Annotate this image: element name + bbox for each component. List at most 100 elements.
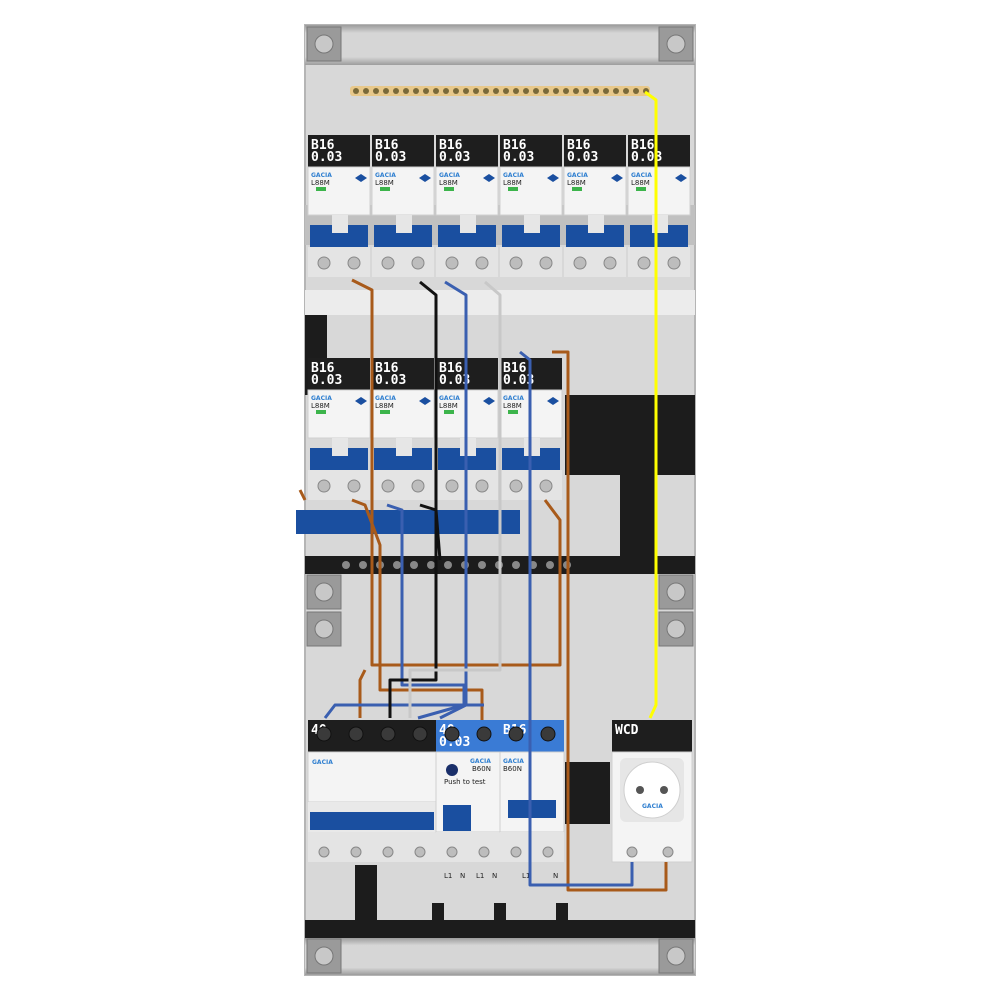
top-terminal-screw[interactable] xyxy=(412,726,428,742)
top-terminal-screw[interactable] xyxy=(316,726,332,742)
mcb-toggle[interactable] xyxy=(508,800,556,818)
logo-icon xyxy=(483,397,495,405)
breaker-sensitivity: 0.03 xyxy=(311,150,342,165)
wire-blue-2 xyxy=(386,503,466,720)
terminal-screw[interactable] xyxy=(509,479,523,493)
logo-icon xyxy=(547,174,559,182)
top-terminal-screw[interactable] xyxy=(348,726,364,742)
breaker-brand: GACIA xyxy=(375,172,396,179)
terminal-screw[interactable] xyxy=(539,256,553,270)
rcd-device[interactable]: 40 0.03 Push to test GACIA B60N xyxy=(435,720,501,862)
breaker-brand: GACIA xyxy=(311,172,332,179)
breaker-brand: GACIA xyxy=(567,172,588,179)
breaker-brand: GACIA xyxy=(503,395,524,402)
terminal-screw[interactable] xyxy=(539,479,553,493)
status-indicator xyxy=(316,410,326,414)
breaker-rating: B16 xyxy=(439,361,463,376)
status-indicator xyxy=(572,187,582,191)
main-switch[interactable]: 40 GACIA xyxy=(307,720,437,862)
toggle-lever[interactable] xyxy=(396,438,412,456)
terminal-screw[interactable] xyxy=(382,846,394,858)
toggle-lever[interactable] xyxy=(460,438,476,456)
wire-blue-4 xyxy=(323,703,484,719)
terminal-screw[interactable] xyxy=(542,846,554,858)
status-indicator xyxy=(380,187,390,191)
breaker-sensitivity: 0.03 xyxy=(375,150,406,165)
breaker-model: L88M xyxy=(503,402,522,410)
terminal-label: L1 xyxy=(476,872,484,880)
rcd-toggle[interactable] xyxy=(443,805,471,831)
breaker-rating: B16 xyxy=(439,138,463,153)
terminal-screw[interactable] xyxy=(446,846,458,858)
toggle-lever[interactable] xyxy=(524,438,540,456)
breaker-brand: GACIA xyxy=(311,395,332,402)
wire-brown-4 xyxy=(552,350,668,892)
terminal-screw[interactable] xyxy=(317,479,331,493)
breaker-rating: B16 xyxy=(631,138,655,153)
terminal-screw[interactable] xyxy=(317,256,331,270)
terminal-screw[interactable] xyxy=(381,256,395,270)
terminal-screw[interactable] xyxy=(603,256,617,270)
breaker-sensitivity: 0.03 xyxy=(375,373,406,388)
bottom-duct-post-3 xyxy=(494,903,506,925)
terminal-screw[interactable] xyxy=(626,846,638,858)
terminal-screw[interactable] xyxy=(475,479,489,493)
toggle-lever[interactable] xyxy=(332,215,348,233)
terminal-label: L1 xyxy=(522,872,530,880)
rcd-test-button[interactable] xyxy=(446,764,458,776)
status-indicator xyxy=(508,187,518,191)
terminal-screw[interactable] xyxy=(381,479,395,493)
top-terminal-screw[interactable] xyxy=(476,726,492,742)
logo-icon xyxy=(419,397,431,405)
terminal-screw[interactable] xyxy=(347,256,361,270)
terminal-screw[interactable] xyxy=(510,846,522,858)
breaker-sensitivity: 0.03 xyxy=(439,150,470,165)
terminal-screw[interactable] xyxy=(573,256,587,270)
terminal-label: L1 xyxy=(444,872,452,880)
terminal-screw[interactable] xyxy=(667,256,681,270)
toggle-lever[interactable] xyxy=(524,215,540,233)
corner-screws xyxy=(306,26,694,974)
terminal-screw[interactable] xyxy=(411,256,425,270)
top-terminal-screw[interactable] xyxy=(444,726,460,742)
status-indicator xyxy=(380,410,390,414)
terminal-screw[interactable] xyxy=(637,256,651,270)
status-indicator xyxy=(316,187,326,191)
mcb-b16[interactable]: B16 GACIA B60N xyxy=(499,720,565,862)
terminal-screw[interactable] xyxy=(509,256,523,270)
terminal-screw[interactable] xyxy=(445,256,459,270)
toggle-lever[interactable] xyxy=(460,215,476,233)
terminal-screw[interactable] xyxy=(347,479,361,493)
top-terminal-screw[interactable] xyxy=(380,726,396,742)
terminal-screw[interactable] xyxy=(411,479,425,493)
terminal-screw[interactable] xyxy=(478,846,490,858)
mcb-brand: GACIA xyxy=(503,758,524,765)
terminal-screw[interactable] xyxy=(662,846,674,858)
terminal-screw[interactable] xyxy=(318,846,330,858)
terminal-screw[interactable] xyxy=(414,846,426,858)
toggle-lever[interactable] xyxy=(652,215,668,233)
terminal-screw[interactable] xyxy=(475,256,489,270)
toggle-lever[interactable] xyxy=(588,215,604,233)
toggle-lever[interactable] xyxy=(396,215,412,233)
top-terminal-screw[interactable] xyxy=(540,726,556,742)
toggle-lever[interactable] xyxy=(332,438,348,456)
breaker-brand: GACIA xyxy=(439,172,460,179)
status-indicator xyxy=(444,187,454,191)
breaker-sensitivity: 0.03 xyxy=(439,373,470,388)
terminal-screw[interactable] xyxy=(350,846,362,858)
breaker-sensitivity: 0.03 xyxy=(311,373,342,388)
bottom-duct-post-2 xyxy=(432,903,444,925)
top-terminal-screw[interactable] xyxy=(508,726,524,742)
terminal-screw[interactable] xyxy=(445,479,459,493)
socket-face xyxy=(623,761,681,819)
wcd-socket[interactable]: WCD GACIA xyxy=(611,720,693,863)
